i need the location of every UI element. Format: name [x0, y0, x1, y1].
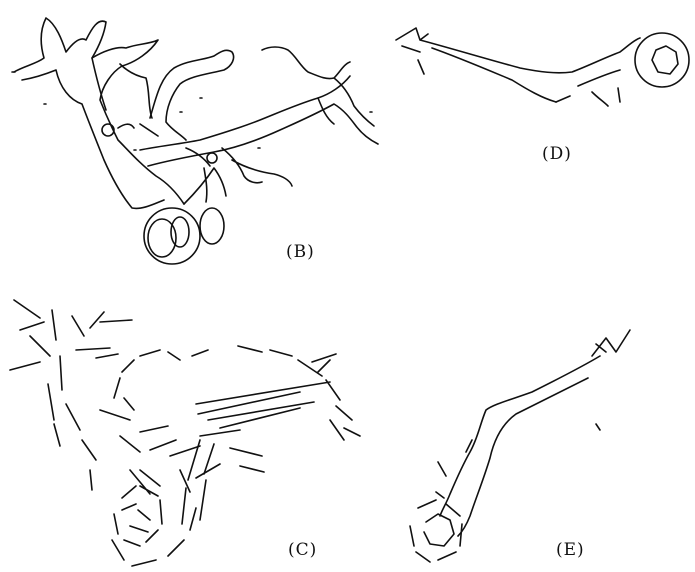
panel-d-outline-top — [396, 28, 640, 73]
panel-e-small-marks — [436, 424, 600, 498]
panel-d-loop-outer — [635, 33, 689, 87]
panel-e-branch-inner — [458, 378, 588, 536]
panel-b-small-circle-2 — [207, 153, 217, 163]
panel-b-left-outline-inner — [22, 70, 164, 208]
panel-b-left-outline — [14, 18, 184, 204]
panel-e-loop-inner — [424, 514, 454, 546]
panel-label-b: (B) — [286, 242, 315, 262]
panel-d-loop-inner — [652, 46, 678, 74]
panel-b-upper-arm — [92, 58, 152, 118]
panel-d-left-end — [418, 60, 570, 102]
panel-c-center-segments — [100, 410, 264, 492]
panel-b-right-branches — [262, 47, 374, 126]
panel-b-center-body-inner — [148, 104, 378, 166]
panel-d-drawing — [396, 28, 689, 106]
panel-b-loop-right — [200, 208, 224, 244]
panel-label-d: (D) — [542, 144, 572, 164]
panel-b-small-circle-1 — [102, 124, 114, 136]
panel-b-stem — [184, 168, 226, 204]
panel-b-loop-inner-2 — [171, 217, 189, 247]
panel-c-left-trunk — [48, 384, 96, 490]
panel-label-e: (E) — [556, 540, 585, 560]
panel-b-drawing — [12, 18, 378, 264]
panel-c-arch — [114, 350, 208, 410]
panel-e-loop — [410, 500, 462, 562]
panel-b-specks — [12, 72, 372, 150]
panel-b-arch-inner — [140, 124, 158, 136]
panel-e-top-fork — [592, 330, 630, 356]
panel-label-c: (C) — [288, 540, 317, 560]
panel-e-drawing — [410, 330, 630, 562]
panel-c-stem — [182, 440, 214, 524]
panel-d-outline-bottom — [402, 46, 620, 106]
panel-e-branch-outer — [440, 356, 600, 516]
panel-c-drawing — [10, 300, 360, 566]
panel-b-arch — [150, 50, 234, 140]
panel-c-long-beams — [196, 382, 330, 436]
panel-c-left-segments — [10, 300, 132, 390]
